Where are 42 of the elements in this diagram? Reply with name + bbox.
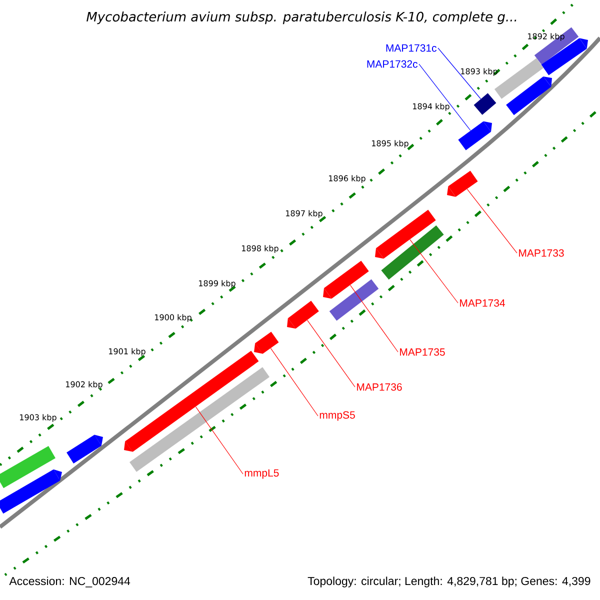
- gene-feature: [0, 446, 56, 488]
- gene-feature: [474, 93, 496, 115]
- gene-feature: [458, 121, 492, 150]
- gene-label: MAP1735: [400, 348, 445, 356]
- gene-label: MAP1731c: [386, 44, 437, 52]
- leader-line: [350, 284, 398, 352]
- leader-line: [438, 48, 481, 100]
- leader-line: [466, 188, 518, 254]
- gene-feature: [447, 170, 478, 197]
- footer-text: Topology: circular; Length: 4,829,781 bp; Genes: 4,399: [308, 576, 590, 588]
- gene-feature: [375, 210, 436, 259]
- leader-line: [410, 239, 458, 304]
- gene-label: MAP1734: [460, 299, 505, 307]
- gene-feature: [323, 260, 369, 299]
- tick-label: 1896 kbp: [329, 175, 366, 183]
- gene-feature: [329, 279, 379, 321]
- gene-feature: [287, 300, 319, 329]
- tick-label: 1895 kbp: [372, 140, 408, 148]
- tick-label: 1903 kbp: [20, 414, 56, 422]
- gene-feature: [381, 225, 444, 280]
- gene-feature: [0, 469, 62, 514]
- gene-label: MAP1736: [357, 383, 402, 391]
- leader-line: [418, 64, 471, 131]
- tick-label: 1902 kbp: [66, 381, 102, 389]
- leader-line: [195, 406, 244, 474]
- gene-label: mmpL5: [244, 469, 279, 479]
- title: Mycobacterium avium subsp. paratuberculosis K-10, complete g...: [86, 12, 516, 24]
- gene-feature: [66, 434, 103, 464]
- gene-label: mmpS5: [320, 411, 355, 421]
- gene-feature: [254, 332, 279, 354]
- tick-label: 1901 kbp: [109, 348, 146, 356]
- tick-label: 1900 kbp: [155, 314, 192, 322]
- tick-label: 1894 kbp: [413, 103, 450, 111]
- gene-label: MAP1733: [519, 249, 564, 257]
- gene-feature: [506, 76, 552, 116]
- footer-text: Accession: NC_002944: [9, 576, 130, 588]
- tick-label: 1899 kbp: [199, 280, 236, 288]
- leader-line: [270, 348, 318, 416]
- gene-label: MAP1732c: [367, 60, 418, 68]
- leader-line: [307, 320, 356, 388]
- tick-label: 1897 kbp: [286, 210, 322, 218]
- tick-label: 1898 kbp: [242, 245, 278, 253]
